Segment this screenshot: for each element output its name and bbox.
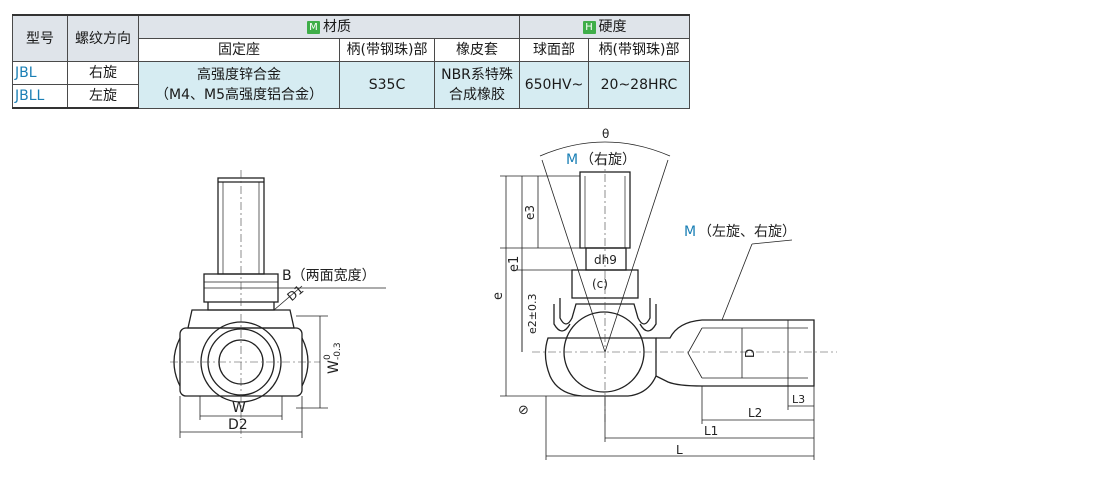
subheader-shank-hardness: 柄(带钢珠)部 bbox=[588, 38, 690, 62]
shank-arm bbox=[655, 319, 815, 387]
label-e3: e3 bbox=[523, 205, 537, 220]
label-e: e bbox=[492, 292, 506, 300]
label-M-right: M bbox=[566, 152, 578, 168]
label-M-left-right: M bbox=[684, 224, 696, 240]
label-D1: D1 bbox=[284, 282, 306, 304]
label-L3: L3 bbox=[792, 393, 805, 406]
rubber-line1: NBR系特殊 bbox=[441, 66, 513, 83]
rubber-line2: 合成橡胶 bbox=[449, 86, 505, 103]
shank-material: S35C bbox=[339, 61, 435, 109]
ball-hardness: 650HV~ bbox=[519, 61, 589, 109]
label-e1: e1 bbox=[507, 256, 522, 272]
label-M-left-right-note: （左旋、右旋） bbox=[698, 224, 796, 240]
header-model: 型号 bbox=[12, 14, 68, 62]
label-L2: L2 bbox=[748, 406, 762, 420]
rubber-material: NBR系特殊合成橡胶 bbox=[434, 61, 520, 109]
shank-hardness: 20~28HRC bbox=[588, 61, 690, 109]
label-W-tol: W bbox=[326, 360, 342, 374]
model-cell-jbll: JBLL bbox=[12, 84, 68, 109]
label-D2: D2 bbox=[228, 417, 248, 433]
fixed-seat-material: 高强度锌合金 （M4、M5高强度铝合金） bbox=[138, 61, 340, 109]
ball-housing bbox=[544, 337, 657, 397]
label-W: W bbox=[232, 400, 246, 416]
label-dh9: dh9 bbox=[594, 253, 617, 267]
right-view-drawing: θ M （右旋） M （左旋、右旋） e e1 e3 e2±0.3 dh9 (c… bbox=[492, 127, 837, 460]
left-view-drawing: B（两面宽度） D1 W 0 -0.3 W D2 bbox=[170, 170, 386, 438]
material-badge-icon: M bbox=[307, 21, 320, 34]
fixed-seat-line1: 高强度锌合金 bbox=[197, 66, 281, 83]
thread-cell-right: 右旋 bbox=[67, 61, 139, 85]
hardness-badge-icon: H bbox=[582, 21, 596, 34]
header-material-label: 材质 bbox=[323, 19, 351, 35]
model-cell-jbl: JBL bbox=[12, 61, 68, 85]
fixed-seat-line2: （M4、M5高强度铝合金） bbox=[155, 86, 323, 103]
label-c: (c) bbox=[592, 277, 608, 291]
subheader-fixed-seat: 固定座 bbox=[138, 38, 340, 62]
header-hardness-label: 硬度 bbox=[598, 19, 627, 35]
label-theta: θ bbox=[602, 127, 609, 141]
label-e2: e2±0.3 bbox=[526, 294, 539, 334]
subheader-shank: 柄(带钢珠)部 bbox=[339, 38, 435, 62]
label-L1: L1 bbox=[704, 424, 718, 438]
tol-upper: 0 bbox=[323, 354, 333, 360]
label-L: L bbox=[676, 443, 683, 457]
label-M-right-note: （右旋） bbox=[580, 152, 636, 168]
label-D: D bbox=[743, 349, 757, 358]
tol-lower: -0.3 bbox=[333, 342, 343, 360]
label-B: B（两面宽度） bbox=[282, 267, 376, 284]
header-thread-direction: 螺纹方向 bbox=[67, 14, 139, 62]
thread-cell-left: 左旋 bbox=[67, 84, 139, 109]
label-angle-symbol: ⊘ bbox=[518, 403, 529, 418]
subheader-ball: 球面部 bbox=[519, 38, 589, 62]
subheader-rubber-boot: 橡皮套 bbox=[434, 38, 520, 62]
